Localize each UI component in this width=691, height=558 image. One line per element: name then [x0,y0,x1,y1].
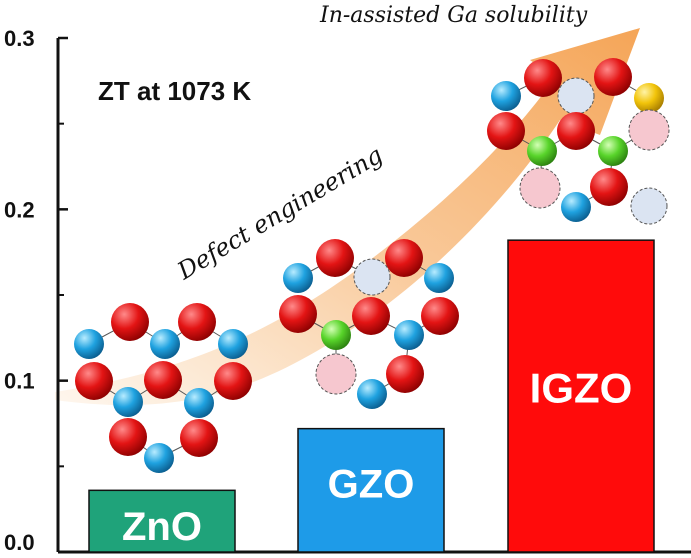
ga-atom [321,320,351,350]
zn-atom [561,192,591,222]
zn-atom [144,443,174,473]
vacancy-site [315,353,357,395]
o-atom [214,362,252,400]
ga-atom [598,136,628,166]
zn-atom [357,379,387,409]
o-atom [557,112,595,150]
zn-atom [394,320,424,350]
zn-atom [74,329,104,359]
o-atom [421,297,459,335]
bar-gzo [297,427,445,553]
vacancy-site [630,187,668,225]
o-atom [385,239,423,277]
gzo-structure-illustration [279,239,459,409]
vacancy-site [628,109,670,151]
bar-igzo [507,239,655,553]
zn-atom [283,263,313,293]
o-atom [178,303,216,341]
ga-atom [527,136,557,166]
igzo-structure-illustration [487,58,670,225]
o-atom [524,59,562,97]
vacancy-site [519,167,561,209]
bar-zno [88,489,236,553]
zn-atom [150,329,180,359]
category-label-gzo: GZO [328,463,415,507]
o-atom [75,362,113,400]
annotation-defect-engineering: Defect engineering [172,141,388,286]
zno-structure-illustration [74,303,252,473]
y-tick-label: 0.3 [4,26,35,51]
zn-atom [218,329,248,359]
o-atom [487,112,525,150]
chart-title: ZT at 1073 K [98,76,251,106]
category-label-igzo: IGZO [530,364,633,411]
o-atom [386,355,424,393]
zn-atom [184,388,214,418]
zn-atom [424,263,454,293]
category-label-zno: ZnO [122,505,202,549]
y-tick-label: 0.0 [4,530,35,555]
o-atom [109,418,147,456]
o-atom [316,239,354,277]
zn-atom [491,81,521,111]
o-atom [352,297,390,335]
o-atom [144,361,182,399]
vacancy-site [557,77,595,115]
o-atom [180,419,218,457]
in-atom [634,83,664,113]
o-atom [594,58,632,96]
y-tick-label: 0.2 [4,197,35,222]
zn-atom [113,387,143,417]
o-atom [590,168,628,206]
y-tick-label: 0.1 [4,369,35,394]
o-atom [279,295,317,333]
annotation-in-assisted-ga-solubility: In-assisted Ga solubility [319,3,588,28]
vacancy-site [353,258,391,296]
o-atom [111,303,149,341]
